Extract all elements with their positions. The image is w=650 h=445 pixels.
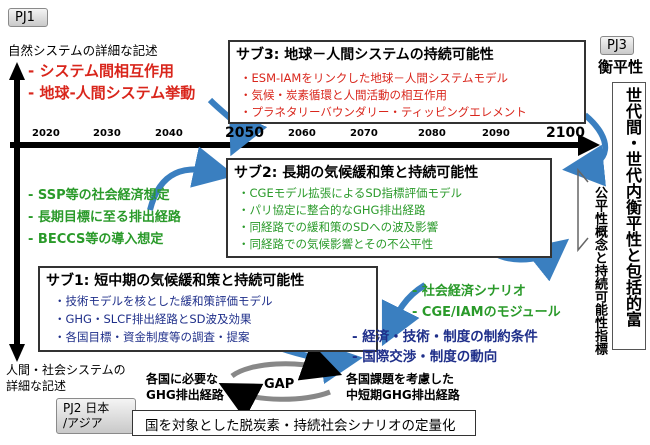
right-blue-item-2: - 国際交渉・制度の動向 [352, 349, 498, 365]
pj2-tag-line-2: /アジア [63, 416, 103, 430]
pj3-tag: PJ3 [600, 36, 634, 55]
sub2-item-1: ・CGEモデル拡張によるSD指標評価モデル [238, 186, 463, 200]
year-2030: 2030 [93, 128, 121, 139]
sub2-item-3: ・同経路での緩和策のSDへの波及影響 [238, 220, 439, 234]
arrow-right-to-sub1 [381, 282, 427, 347]
year-2070: 2070 [350, 128, 378, 139]
sub2-title: サブ2: 長期の気候緩和策と持続可能性 [234, 165, 479, 181]
sub3-title: サブ3: 地球－人間システムの持続可能性 [236, 47, 494, 63]
sub1-item-1: ・技術モデルを核とした緩和策評価モデル [54, 294, 273, 308]
pj3-bracket [577, 167, 589, 253]
pj3-vertical-text: 公平性概念と持続可能性指標 [592, 186, 607, 355]
year-2080: 2080 [418, 128, 446, 139]
pj2-bottom-left-line-2: 詳細な記述 [6, 379, 67, 393]
right-blue-item-1: - 経済・技術・制度の制約条件 [352, 329, 538, 345]
year-2050: 2050 [225, 125, 264, 141]
pj2-tag-line-1: PJ2 日本 [63, 401, 110, 415]
year-2040: 2040 [155, 128, 183, 139]
pj3-title: 衡平性 [598, 58, 644, 76]
pj2-bottom-left-line-1: 人間・社会システムの [6, 363, 126, 377]
arrow-sub3-to-sub2 [562, 112, 608, 187]
gap-arrow-bottom [218, 383, 331, 420]
year-2060: 2060 [288, 128, 316, 139]
gap-left-line-2: GHG排出経路 [146, 388, 224, 402]
year-2090: 2090 [482, 128, 510, 139]
gap-arrow-top [230, 342, 343, 381]
sub3-item-3: ・プラネタリーバウンダリー・ティッピングエレメント [240, 105, 527, 119]
bottom-box-text: 国を対象とした脱炭素・持続社会シナリオの定量化 [145, 418, 456, 434]
right-green-item-1: - 社会経済シナリオ [412, 284, 526, 299]
bottom-box: 国を対象とした脱炭素・持続社会シナリオの定量化 [132, 410, 476, 436]
year-2100: 2100 [546, 125, 585, 141]
sub1-item-2: ・GHG・SLCF排出経路とSD波及効果 [54, 312, 252, 326]
sub1-box: サブ1: 短中期の気候緩和策と持続可能性 ・技術モデルを核とした緩和策評価モデル… [38, 266, 378, 352]
sub1-title: サブ1: 短中期の気候緩和策と持続可能性 [46, 273, 305, 289]
left-green-item-2: - 長期目標に至る排出経路 [28, 210, 181, 225]
sub2-box: サブ2: 長期の気候緩和策と持続可能性 ・CGEモデル拡張によるSD指標評価モデ… [226, 158, 552, 258]
left-green-item-1: - SSP等の社会経済想定 [28, 188, 170, 203]
left-green-item-3: - BECCS等の導入想定 [28, 232, 164, 247]
gap-right-line-2: 中短期GHG排出経路 [346, 388, 460, 402]
sub3-item-2: ・気候・炭素循環と人間活動の相互作用 [240, 88, 447, 102]
arrow-left-to-sub2 [147, 146, 236, 211]
sub1-item-3: ・各国目標・資金制度等の調査・提案 [54, 330, 250, 344]
sub2-item-2: ・パリ協定に整合的なGHG排出経路 [238, 203, 426, 217]
year-2020: 2020 [32, 128, 60, 139]
pj2-tag: PJ2 日本 /アジア [56, 398, 136, 434]
gap-label: GAP [264, 377, 295, 392]
sub2-item-4: ・同経路での気候影響とその不公平性 [238, 237, 434, 251]
sub3-box: サブ3: 地球－人間システムの持続可能性 ・ESM-IAMをリンクした地球－人間… [228, 40, 586, 124]
pj3-vertical-box: 世代間・世代内衡平性と包括的富 [612, 82, 646, 350]
right-green-item-2: - CGE/IAMのモジュール [412, 305, 561, 320]
pj1-item-1: - システム間相互作用 [28, 62, 174, 80]
gap-right-line-1: 各国課題を考慮した [346, 372, 455, 386]
pj3-vertical-box-text: 世代間・世代内衡平性と包括的富 [623, 87, 642, 327]
gap-left-line-1: 各国に必要な [146, 372, 219, 386]
pj1-item-2: - 地球-人間システム挙動 [28, 84, 196, 102]
pj1-subtitle: 自然システムの詳細な記述 [8, 43, 158, 58]
sub3-item-1: ・ESM-IAMをリンクした地球－人間システムモデル [240, 71, 508, 85]
pj1-tag: PJ1 [8, 8, 48, 27]
